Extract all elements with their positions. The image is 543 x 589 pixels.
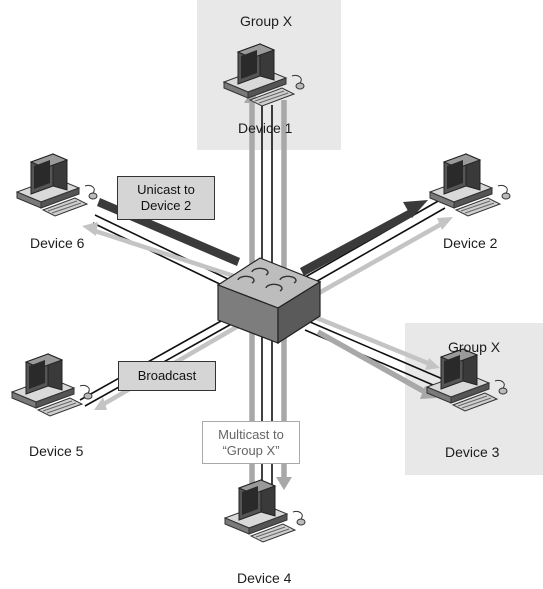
unicast-callout-line-2: Device 2 xyxy=(140,198,192,213)
device-label-1: Device 1 xyxy=(238,120,293,136)
computer-icon-device-6 xyxy=(16,153,98,217)
unicast-callout-line-1: Unicast to xyxy=(137,182,195,197)
computer-icon-device-5 xyxy=(11,353,93,417)
computer-icon-device-4 xyxy=(224,479,306,543)
multicast-callout-line-1: Multicast to xyxy=(218,426,284,442)
group-label-device-1: Group X xyxy=(240,13,293,29)
device-label-5: Device 5 xyxy=(29,443,84,459)
unicast-callout: Unicast to Device 2 xyxy=(117,176,215,220)
group-label-device-3: Group X xyxy=(448,339,501,355)
device-label-6: Device 6 xyxy=(30,235,85,251)
device-label-3: Device 3 xyxy=(445,444,500,460)
multicast-callout: Multicast to “Group X” xyxy=(202,421,300,464)
broadcast-callout: Broadcast xyxy=(118,361,216,391)
multicast-callout-line-2: “Group X” xyxy=(222,442,280,458)
broadcast-callout-line-1: Broadcast xyxy=(137,368,197,383)
computer-icon-device-2 xyxy=(429,153,511,217)
device-label-4: Device 4 xyxy=(237,570,292,586)
device-label-2: Device 2 xyxy=(443,235,498,251)
network-switch xyxy=(216,257,322,345)
